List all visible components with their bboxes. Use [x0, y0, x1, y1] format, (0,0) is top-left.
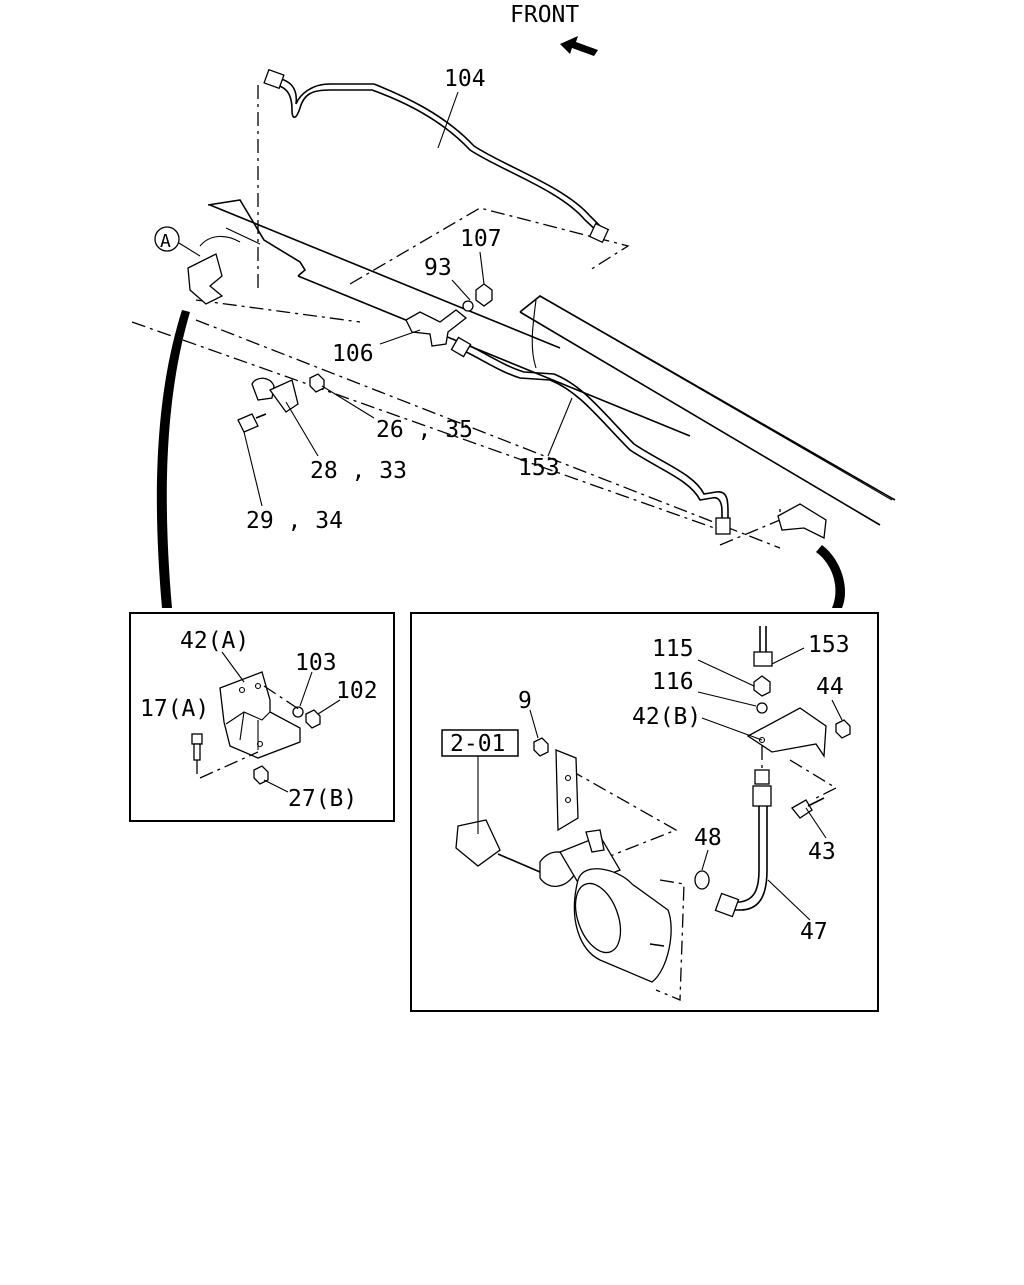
label-103: 103 — [295, 650, 337, 676]
pipe-153 — [450, 336, 731, 535]
front-label: FRONT — [510, 2, 579, 28]
detail-box-b: 115 153 116 44 9 42(B) 2-01 43 48 47 — [410, 612, 879, 1012]
label-106: 106 — [332, 341, 374, 367]
label-153-detail: 153 — [808, 632, 850, 658]
bracket-a: A — [154, 226, 241, 305]
label-107: 107 — [460, 226, 502, 252]
label-29-34: 29 , 34 — [246, 508, 343, 534]
label-28-33: 28 , 33 — [310, 458, 407, 484]
detail-box-a: 42(A) 103 102 17(A) 27(B) — [129, 612, 395, 822]
label-104: 104 — [444, 66, 486, 92]
tee-fitting-106 — [405, 283, 493, 347]
label-102: 102 — [336, 678, 378, 704]
label-26-35: 26 , 35 — [376, 417, 473, 443]
top-labels: 104 107 93 106 26 , 35 28 , 33 153 29 , … — [246, 66, 560, 534]
label-93: 93 — [424, 255, 452, 281]
ref-a-label: A — [160, 231, 171, 252]
label-42a: 42(A) — [180, 628, 249, 654]
ref-box-2-01 — [441, 729, 519, 757]
ref-a-circle — [154, 226, 180, 252]
front-arrow-icon — [560, 36, 598, 56]
frame-structure — [131, 199, 896, 549]
label-2-01: 2-01 — [450, 731, 505, 757]
front-indicator: FRONT — [510, 2, 598, 56]
label-115: 115 — [652, 636, 694, 662]
label-9: 9 — [518, 688, 532, 714]
leader-lines-top — [243, 91, 573, 507]
pipe-104 — [263, 68, 610, 244]
label-47: 47 — [800, 919, 828, 945]
mount-bracket-top — [777, 503, 827, 539]
label-153-top: 153 — [518, 455, 560, 481]
callout-curves — [156, 310, 846, 608]
label-43: 43 — [808, 839, 836, 865]
clip-bracket — [237, 373, 325, 433]
label-17a: 17(A) — [140, 696, 209, 722]
label-48: 48 — [694, 825, 722, 851]
label-27b: 27(B) — [288, 786, 357, 812]
label-42b: 42(B) — [632, 704, 701, 730]
label-44: 44 — [816, 674, 844, 700]
label-116: 116 — [652, 669, 694, 695]
